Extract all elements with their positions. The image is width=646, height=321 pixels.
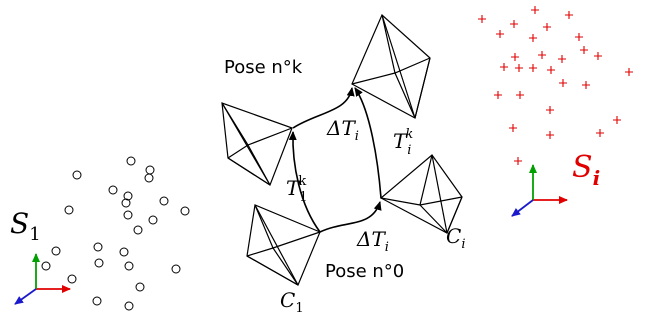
si-point bbox=[514, 157, 522, 165]
si-point bbox=[509, 124, 517, 132]
point-cloud-si bbox=[478, 6, 633, 165]
frame-axes-si bbox=[511, 164, 568, 217]
point-cloud-s1 bbox=[41, 156, 190, 311]
s1-point bbox=[126, 156, 136, 166]
si-z-axis bbox=[511, 199, 534, 217]
s1-point bbox=[72, 170, 82, 180]
s1-point bbox=[93, 242, 103, 252]
s1-point bbox=[180, 206, 190, 216]
si-point bbox=[538, 51, 546, 59]
arrow-t1k bbox=[288, 131, 321, 233]
s1-point bbox=[145, 165, 155, 175]
s1-point bbox=[108, 185, 118, 195]
si-point bbox=[516, 91, 524, 99]
si-point bbox=[580, 46, 588, 54]
si-point bbox=[559, 79, 567, 87]
camera-pyramid-c1 bbox=[246, 204, 321, 286]
si-point bbox=[596, 129, 604, 137]
si-point bbox=[546, 106, 554, 114]
camera-pyramid-pose-k-top bbox=[351, 13, 431, 119]
arrow-delta-ti-top bbox=[292, 87, 355, 129]
s1-z-axis bbox=[14, 288, 37, 305]
s1-point bbox=[41, 261, 51, 271]
arrow-delta-ti-bottom bbox=[319, 201, 382, 233]
si-point bbox=[565, 11, 573, 19]
si-point bbox=[546, 131, 554, 139]
si-point bbox=[529, 64, 537, 72]
si-point bbox=[500, 63, 508, 71]
s1-point bbox=[67, 274, 77, 284]
si-point bbox=[558, 55, 566, 63]
s1-point bbox=[159, 196, 169, 206]
si-point bbox=[613, 116, 621, 124]
si-point bbox=[531, 6, 539, 14]
si-point bbox=[547, 66, 555, 74]
si-point bbox=[594, 52, 602, 60]
s1-point bbox=[94, 258, 104, 268]
s1-point bbox=[119, 247, 129, 257]
s1-point bbox=[92, 296, 102, 306]
s1-point bbox=[171, 264, 181, 274]
si-point bbox=[625, 68, 633, 76]
s1-point bbox=[64, 205, 74, 215]
label-pose-k: Pose n°k bbox=[224, 57, 303, 78]
transform-arrows bbox=[288, 87, 382, 233]
s1-point bbox=[148, 215, 158, 225]
si-point bbox=[543, 23, 551, 31]
si-point bbox=[511, 53, 519, 61]
si-point bbox=[575, 33, 583, 41]
camera-pyramid-ci bbox=[379, 154, 463, 234]
s1-point bbox=[133, 225, 143, 235]
s1-point bbox=[123, 210, 133, 220]
frame-axes-s1 bbox=[14, 253, 71, 305]
s1-point bbox=[144, 173, 154, 183]
si-point bbox=[510, 20, 518, 28]
si-point bbox=[582, 81, 590, 89]
label-si: Si bbox=[572, 150, 600, 190]
label-delta-ti-top: ΔTi bbox=[326, 116, 359, 144]
label-pose-0: Pose n°0 bbox=[325, 261, 404, 282]
label-c1: C1 bbox=[280, 288, 304, 316]
camera-pyramid-pose-k-left bbox=[221, 102, 293, 186]
s1-point bbox=[123, 191, 133, 201]
s1-point bbox=[121, 198, 131, 208]
s1-point bbox=[51, 246, 61, 256]
s1-point bbox=[135, 282, 145, 292]
si-point bbox=[478, 15, 486, 23]
label-ci: Ci bbox=[446, 224, 465, 252]
si-point bbox=[529, 34, 537, 42]
s1-point bbox=[124, 261, 134, 271]
label-s1: S1 bbox=[10, 207, 41, 245]
arrow-tik bbox=[354, 87, 382, 199]
si-point bbox=[515, 64, 523, 72]
label-delta-ti-bottom: ΔTi bbox=[356, 227, 389, 255]
si-point bbox=[494, 91, 502, 99]
si-point bbox=[496, 30, 504, 38]
s1-point bbox=[124, 301, 134, 311]
